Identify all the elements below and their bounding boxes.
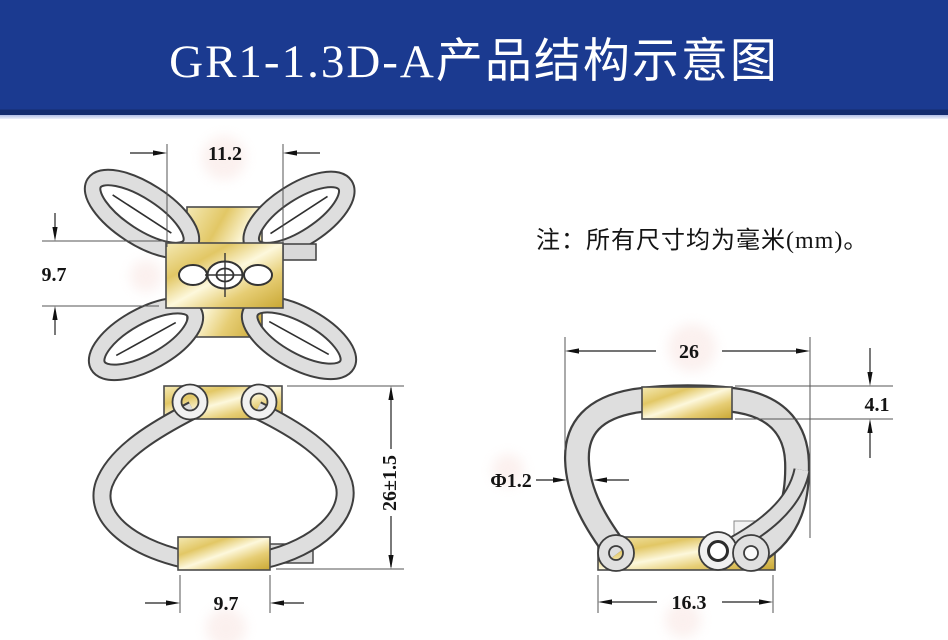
ring-outline — [240, 383, 278, 421]
ring-body — [733, 535, 769, 571]
title-banner: GR1-1.3D-A产品结构示意图 — [0, 0, 948, 119]
ring-outline — [732, 534, 770, 572]
arrowhead — [52, 306, 58, 320]
dimension-side-block-height: 4.1 — [735, 348, 893, 458]
dimension-top-height: 9.7 — [42, 213, 166, 335]
ring-hole — [708, 541, 728, 561]
ring-body — [172, 384, 208, 420]
smudge — [202, 136, 246, 180]
loop-slit — [268, 320, 330, 356]
arrowhead — [388, 386, 394, 400]
smudge — [668, 324, 716, 372]
wire-end-ring-right-side — [732, 534, 770, 572]
dim-label-top-height: 9.7 — [42, 264, 67, 286]
side-view: 26 4.1 Φ1.2 — [490, 337, 893, 614]
dimension-side-base-width: 16.3 — [597, 575, 774, 614]
ring-body — [598, 535, 634, 571]
dim-label-side-block-height: 4.1 — [865, 394, 890, 416]
ring-outline — [171, 383, 209, 421]
side-view-top-bar — [641, 386, 733, 420]
wire-rope-left — [94, 403, 197, 567]
loop-body — [89, 298, 203, 380]
wire-end-ring-right — [240, 383, 278, 421]
dim-label-top-width: 11.2 — [208, 143, 242, 165]
wire-loop-bottom-right — [240, 295, 358, 381]
loop-slit — [115, 321, 177, 357]
arrowhead — [166, 600, 180, 606]
arrowhead — [52, 227, 58, 241]
watermark-smudges — [130, 136, 716, 640]
wire-end-ring-middle — [698, 531, 738, 571]
dimension-side-width: 26 — [564, 337, 811, 538]
arrowhead — [867, 419, 873, 433]
arrowhead — [283, 150, 297, 156]
smudge — [206, 608, 246, 640]
arrowhead — [796, 348, 810, 354]
arrowhead — [388, 555, 394, 569]
loop-body — [242, 297, 356, 379]
ring-outline — [249, 392, 269, 412]
smudge — [492, 454, 524, 486]
smudge — [130, 260, 162, 292]
ring-body — [241, 384, 277, 420]
ring-outline — [597, 534, 635, 572]
dim-label-side-base: 16.3 — [672, 592, 707, 614]
wire-loop-bottom-left — [87, 296, 205, 382]
front-view-bottom-bar — [177, 536, 271, 571]
dim-label-front-height: 26±1.5 — [379, 455, 401, 511]
right-hole — [243, 264, 273, 286]
dim-label-front-base: 9.7 — [214, 593, 239, 615]
page-title: GR1-1.3D-A产品结构示意图 — [169, 36, 779, 88]
loop-slit — [112, 194, 172, 234]
dimension-front-base-width: 9.7 — [145, 575, 304, 615]
dimension-front-height: 26±1.5 — [276, 385, 404, 570]
wire-rope-right — [253, 403, 353, 568]
dimension-wire-diameter: Φ1.2 — [490, 470, 629, 492]
arrowhead — [270, 600, 284, 606]
loop-slit — [270, 195, 328, 235]
arrowhead — [553, 477, 567, 483]
side-tab — [282, 243, 317, 261]
ring-outline — [743, 545, 759, 561]
dimension-top-width: 11.2 — [130, 143, 320, 247]
arrowhead — [153, 150, 167, 156]
arrowhead — [565, 348, 579, 354]
ring-outline — [707, 540, 729, 562]
arrowhead — [598, 599, 612, 605]
left-hole — [178, 264, 208, 286]
dim-label-side-width: 26 — [679, 341, 699, 363]
arrowhead — [867, 372, 873, 386]
wire-end-ring-left-side — [597, 534, 635, 572]
top-view: 11.2 9.7 — [42, 143, 358, 382]
wire-end-ring-left — [171, 383, 209, 421]
arrowhead — [759, 599, 773, 605]
front-view: 26±1.5 9.7 — [92, 383, 404, 615]
unit-note: 注：所有尺寸均为毫米(mm)。 — [536, 228, 869, 254]
smudge — [665, 602, 701, 638]
dim-label-wire-diameter: Φ1.2 — [490, 470, 532, 492]
ring-outline — [608, 545, 624, 561]
arrowhead — [593, 477, 607, 483]
ring-outline — [180, 392, 200, 412]
